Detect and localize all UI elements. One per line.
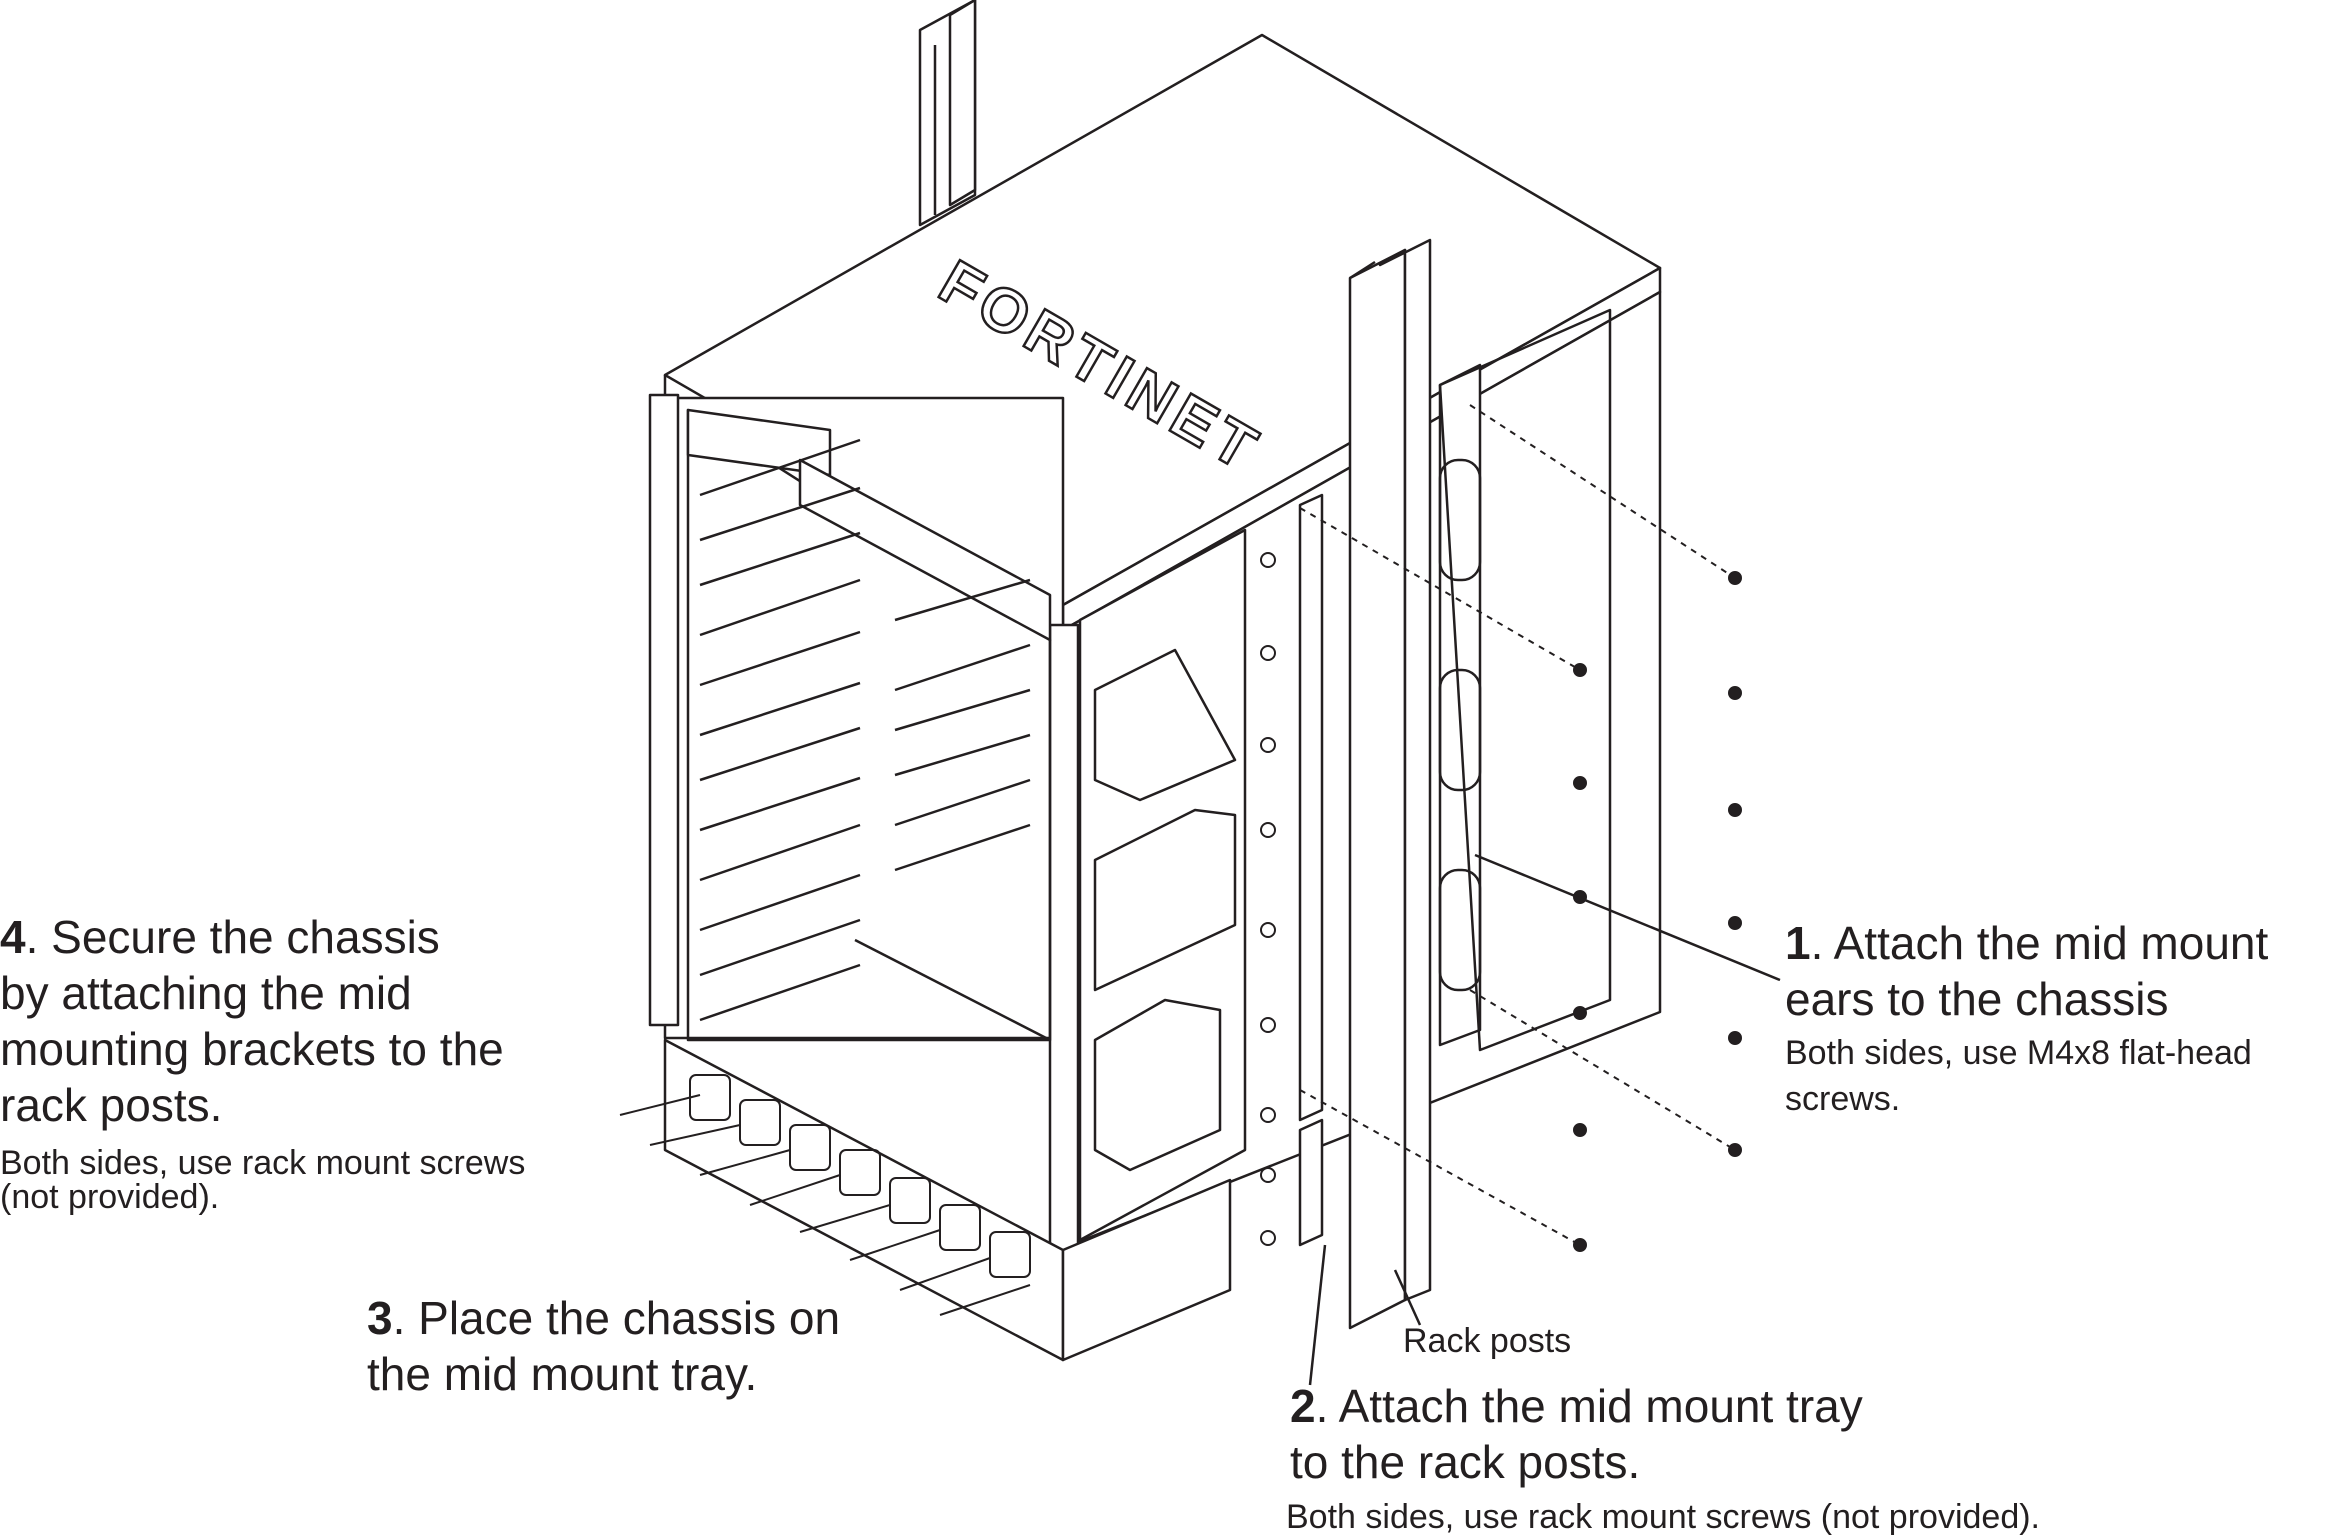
step3-line2: the mid mount tray.	[367, 1348, 758, 1400]
step4-title-line1: . Secure the chassis	[25, 911, 440, 963]
step3-number: 3	[367, 1292, 393, 1344]
step1-title-line1: . Attach the mid mount	[1810, 917, 2269, 969]
step1-number: 1	[1785, 917, 1811, 969]
rack-posts-label: Rack posts	[1403, 1322, 1572, 1360]
step2-title: 2. Attach the mid mount tray to the rack…	[1290, 1378, 1863, 1490]
step1-note: Both sides, use M4x8 flat-head screws.	[1785, 1030, 2252, 1122]
chassis-front	[648, 393, 1080, 1257]
step1-line1: 1. Attach the mid mount	[1785, 915, 2268, 971]
step4-line2: by attaching the mid	[0, 967, 412, 1019]
step4-title: 4. Secure the chassis by attaching the m…	[0, 909, 504, 1133]
mid-mount-tray	[1298, 493, 1324, 1247]
step4-line3: mounting brackets to the	[0, 1023, 504, 1075]
step4-number: 4	[0, 911, 26, 963]
front-rack-post	[1348, 238, 1432, 1330]
screws	[1260, 404, 1742, 1252]
step2-title-line1: . Attach the mid mount tray	[1315, 1380, 1863, 1432]
step4-line1: 4. Secure the chassis	[0, 909, 504, 965]
step1-line2: ears to the chassis	[1785, 973, 2169, 1025]
step1-title: 1. Attach the mid mount ears to the chas…	[1785, 915, 2268, 1027]
step2-note: Both sides, use rack mount screws (not p…	[1286, 1498, 2040, 1536]
step3-title-line1: . Place the chassis on	[392, 1292, 841, 1344]
rear-rack-post	[918, 0, 977, 227]
step2-line1: 2. Attach the mid mount tray	[1290, 1378, 1863, 1434]
step2-line2: to the rack posts.	[1290, 1436, 1641, 1488]
power-supply-bay	[619, 1038, 1232, 1362]
step4-line4: rack posts.	[0, 1079, 223, 1131]
mid-mount-bracket	[1078, 528, 1247, 1242]
step3-line1: 3. Place the chassis on	[367, 1290, 840, 1346]
step1-note-line1: Both sides, use M4x8 flat-head	[1785, 1034, 2252, 1072]
step4-note: Both sides, use rack mount screws (not p…	[0, 1146, 525, 1214]
step3-title: 3. Place the chassis on the mid mount tr…	[367, 1290, 840, 1402]
step4-note-line1: Both sides, use rack mount screws	[0, 1144, 526, 1182]
step1-note-line2: screws.	[1785, 1080, 1901, 1118]
leader-lines	[1308, 853, 1781, 1386]
step4-note-line2: (not provided).	[0, 1178, 220, 1216]
step2-number: 2	[1290, 1380, 1316, 1432]
